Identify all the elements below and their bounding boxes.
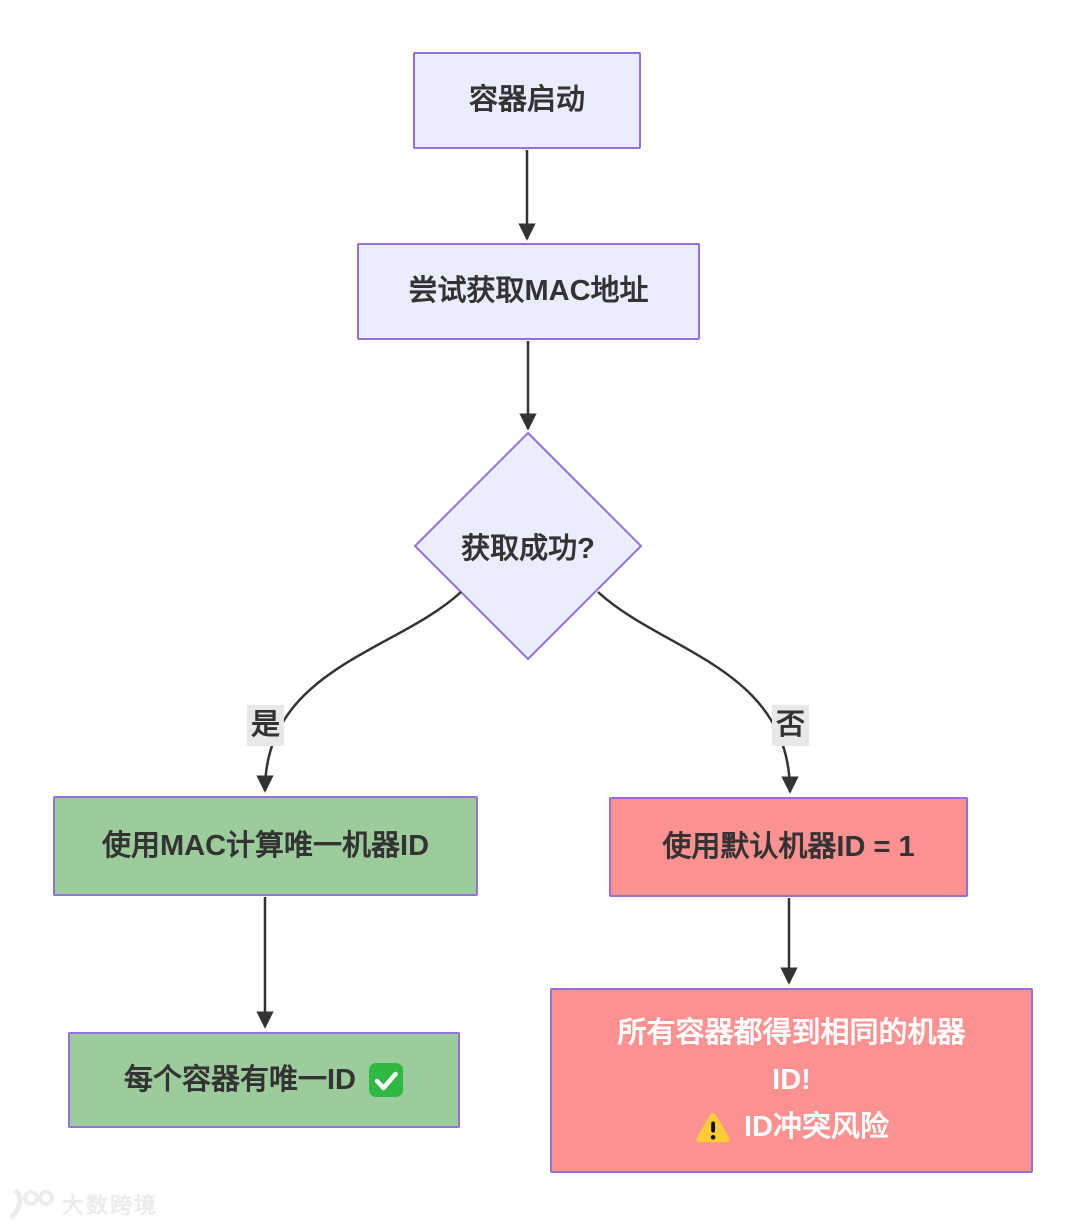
warning-icon [696,1112,730,1142]
conflict-risk-label: ID冲突风险 [743,1111,889,1143]
node-unique-ok: 每个容器有唯一ID [68,1032,460,1128]
node-unique-ok-label: 每个容器有唯一ID [123,1063,356,1096]
node-unique-ok-content: 每个容器有唯一ID [124,1062,404,1098]
edge-label-no: 否 [772,705,810,746]
node-unique-machine-id: 使用MAC计算唯一机器ID [53,796,478,896]
node-container-start: 容器启动 [413,52,641,149]
watermark: 大数跨境 [8,1188,158,1220]
node-get-mac-label: 尝试获取MAC地址 [408,275,649,308]
node-get-mac: 尝试获取MAC地址 [357,243,700,340]
check-icon [369,1063,403,1097]
node-decision-label: 获取成功? [461,533,595,565]
watermark-text: 大数跨境 [62,1193,159,1218]
node-id-conflict: 所有容器都得到相同的机器 ID! ID冲突风险 [550,988,1033,1173]
node-default-machine-id: 使用默认机器ID = 1 [609,797,968,897]
edge-label-yes: 是 [247,705,285,746]
conflict-line-3: ID冲突风险 [694,1104,889,1151]
edge-decision-no [597,591,799,794]
conflict-line-1: 所有容器都得到相同的机器 [617,1017,966,1049]
watermark-logo-icon [9,1189,54,1219]
node-container-start-label: 容器启动 [468,84,585,117]
decision-diamond [413,431,643,661]
node-unique-machine-id-label: 使用MAC计算唯一机器ID [101,829,430,862]
edge-decision-yes [256,591,462,793]
node-default-machine-id-label: 使用默认机器ID = 1 [662,830,915,863]
conflict-line-2: ID! [772,1064,811,1096]
